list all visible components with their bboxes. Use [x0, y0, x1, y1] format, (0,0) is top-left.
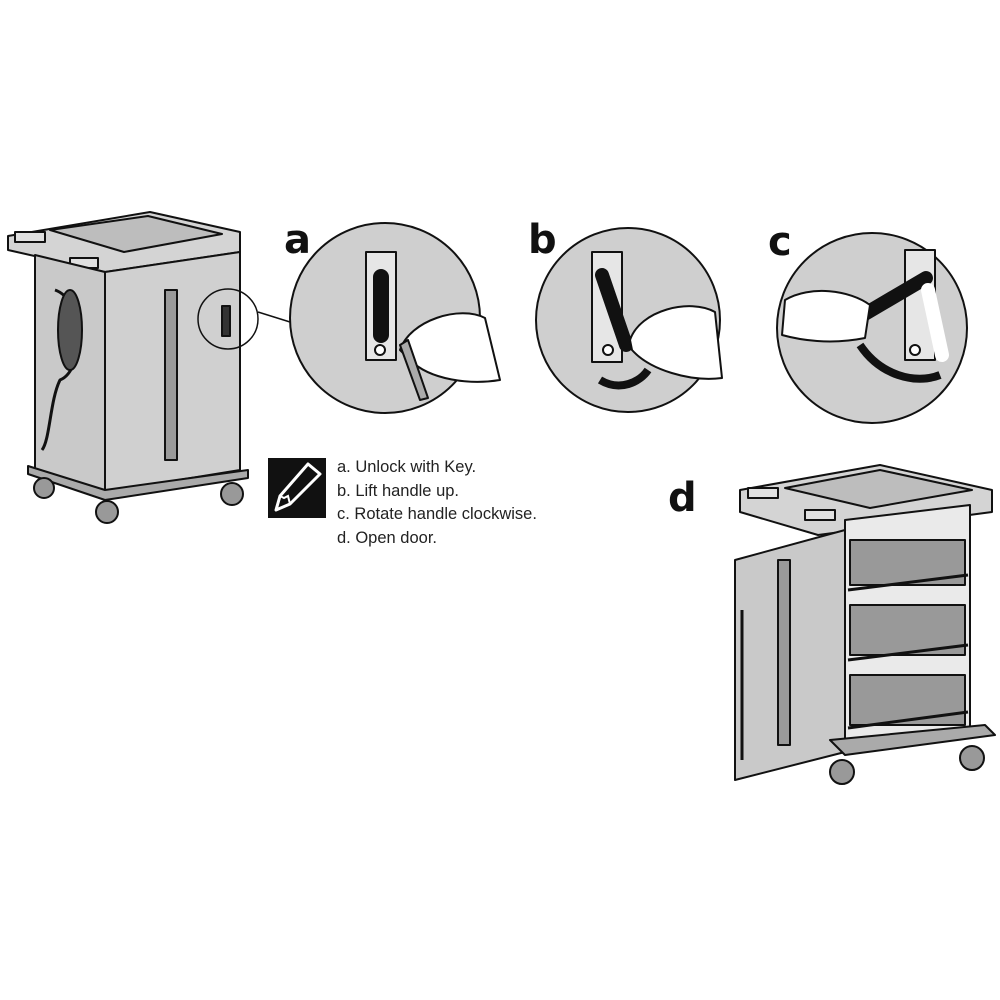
step-label-a: a — [284, 217, 311, 263]
pencil-icon — [268, 458, 326, 518]
instruction-b: b. Lift handle up. — [337, 481, 460, 500]
step-label-d: d — [668, 475, 697, 521]
step-a-zoom-circle — [289, 222, 501, 414]
step-b-zoom-circle — [535, 227, 723, 413]
instruction-a: a. Unlock with Key. — [337, 458, 477, 476]
instruction-c: c. Rotate handle clockwise. — [337, 505, 537, 523]
closed-cart — [7, 211, 291, 524]
instructions-list: a. Unlock with Key. b. Lift handle up. c… — [337, 456, 537, 550]
step-c-zoom-circle — [776, 232, 968, 424]
step-label-b: b — [528, 217, 557, 263]
open-cart — [734, 464, 996, 785]
step-label-c: c — [768, 219, 792, 265]
instruction-d: d. Open door. — [337, 528, 437, 547]
